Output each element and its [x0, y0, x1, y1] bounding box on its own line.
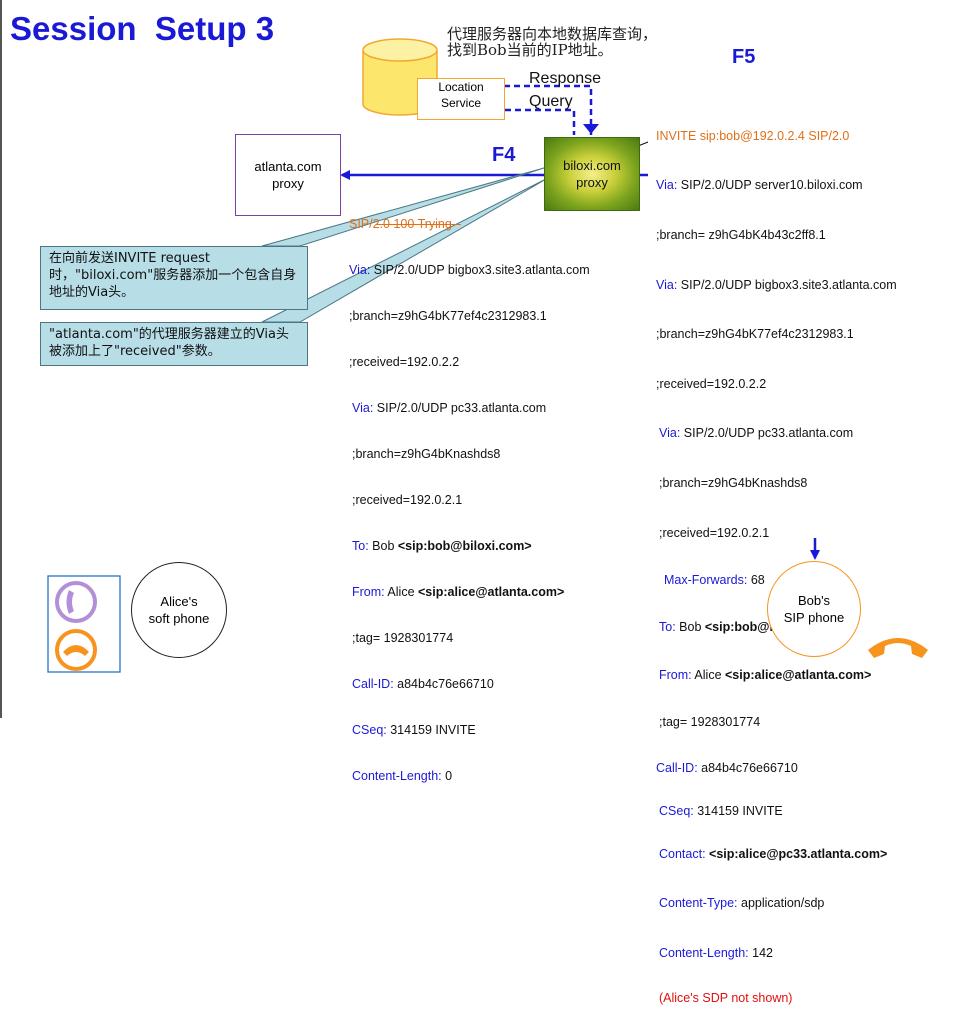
- f4-via2-val: SIP/2.0/UDP pc33.atlanta.com: [373, 401, 547, 415]
- query-label: Query: [529, 93, 573, 110]
- alice-line1: Alice's: [160, 594, 198, 609]
- f4-strike: [376, 224, 461, 225]
- f4-label: F4: [492, 144, 516, 166]
- slide-title: Session Setup 3: [10, 10, 275, 47]
- f4-via1-val: SIP/2.0/UDP bigbox3.site3.atlanta.com: [370, 263, 590, 277]
- f5-cl-val: 142: [748, 945, 773, 960]
- f5-maxfwd-key: Max-Forwards:: [664, 573, 748, 588]
- f4-via1-key: Via:: [349, 263, 371, 277]
- location-service-label: Location Service: [417, 78, 505, 120]
- f4-to-key: To:: [352, 539, 369, 553]
- database-icon: [362, 38, 438, 116]
- bob-phone-icon: [868, 638, 928, 658]
- bob-sipphone-node: Bob's SIP phone: [767, 561, 861, 657]
- f5-callid-val: a84b4c76e66710: [697, 761, 798, 776]
- f4-cl-key: Content-Length:: [352, 769, 442, 783]
- f4-via2-received: ;received=192.0.2.1: [352, 493, 463, 507]
- f5-callid-key: Call-ID:: [656, 761, 698, 776]
- atlanta-line2: proxy: [272, 176, 304, 191]
- f4-from-uri: <sip:alice@atlanta.com>: [418, 585, 565, 599]
- f5-to-key: To:: [659, 619, 676, 634]
- alice-phone-icons: [55, 581, 97, 671]
- f4-cseq-key: CSeq:: [352, 723, 387, 737]
- f5-via3-key: Via:: [659, 426, 681, 441]
- f5-from-uri: <sip:alice@atlanta.com>: [725, 667, 872, 682]
- f5-contact-val: <sip:alice@pc33.atlanta.com>: [705, 846, 888, 861]
- f4-via1-branch: ;branch=z9hG4bK77ef4c2312983.1: [349, 309, 547, 323]
- f5-ct-val: application/sdp: [737, 895, 825, 910]
- f5-via2-branch: ;branch=z9hG4bK77ef4c2312983.1: [656, 327, 854, 342]
- response-label: Response: [529, 70, 602, 87]
- slide-left-border: [0, 0, 2, 718]
- f4-to-uri: <sip:bob@biloxi.com>: [397, 539, 532, 553]
- bob-line2: SIP phone: [783, 610, 845, 625]
- f4-via2-key: Via:: [352, 401, 374, 415]
- biloxi-line1: biloxi.com: [563, 158, 621, 173]
- f5-tag: ;tag= 1928301774: [659, 714, 761, 729]
- f5-via3-val: SIP/2.0/UDP pc33.atlanta.com: [680, 426, 854, 441]
- via-added-callout: 在向前发送INVITE request时，"biloxi.com"服务器添加一个…: [40, 246, 308, 310]
- purple-phone-icon: [55, 581, 97, 623]
- f4-from-key: From:: [352, 585, 385, 599]
- biloxi-proxy-box: biloxi.com proxy: [544, 137, 640, 211]
- f4-via1-received: ;received=192.0.2.2: [349, 355, 460, 369]
- orange-phone-icon: [55, 629, 97, 671]
- alice-softphone-node: Alice's soft phone: [131, 562, 227, 658]
- f4-cl-val: 0: [441, 769, 453, 783]
- f5-message: INVITE sip:bob@192.0.2.4 SIP/2.0 Via: SI…: [656, 99, 897, 1032]
- f5-cseq-key: CSeq:: [659, 804, 694, 819]
- f5-via3-received: ;received=192.0.2.1: [659, 525, 770, 540]
- f5-via1-branch: ;branch= z9hG4bK4b43c2ff8.1: [656, 227, 826, 242]
- alice-line2: soft phone: [148, 611, 210, 626]
- f5-via2-received: ;received=192.0.2.2: [656, 376, 767, 391]
- f5-to-name: Bob: [675, 619, 705, 634]
- response-arrow: [505, 108, 576, 135]
- f4-tag: ;tag= 1928301774: [352, 631, 454, 645]
- f5-maxfwd-val: 68: [747, 573, 765, 588]
- f4-callid-key: Call-ID:: [352, 677, 394, 691]
- f5-contact-key: Contact:: [659, 846, 706, 861]
- f4-cseq-val: 314159 INVITE: [386, 723, 476, 737]
- f5-request: INVITE sip:bob@192.0.2.4 SIP/2.0: [656, 128, 850, 143]
- f5-cl-key: Content-Length:: [659, 945, 749, 960]
- f4-from-name: Alice: [384, 585, 418, 599]
- f5-via1-val: SIP/2.0/UDP server10.biloxi.com: [677, 178, 863, 193]
- received-param-callout: "atlanta.com"的代理服务器建立的Via头被添加上了"received…: [40, 322, 308, 366]
- bob-line1: Bob's: [797, 593, 831, 608]
- f5-via2-key: Via:: [656, 277, 678, 292]
- location-line1: Location: [438, 80, 484, 94]
- biloxi-line2: proxy: [576, 175, 608, 190]
- query-note: 代理服务器向本地数据库查询，找到Bob当前的IP地址。: [447, 25, 658, 59]
- f5-via3-branch: ;branch=z9hG4bKnashds8: [659, 475, 808, 490]
- f5-from-name: Alice: [691, 667, 725, 682]
- f5-label: F5: [732, 46, 756, 68]
- f5-via2-val: SIP/2.0/UDP bigbox3.site3.atlanta.com: [677, 277, 897, 292]
- f5-cseq-val: 314159 INVITE: [693, 804, 783, 819]
- f5-from-key: From:: [659, 667, 692, 682]
- location-line2: Service: [440, 96, 481, 110]
- atlanta-line1: atlanta.com: [254, 159, 322, 174]
- atlanta-proxy-box: atlanta.com proxy: [235, 134, 341, 216]
- f5-via1-key: Via:: [656, 178, 678, 193]
- connector-layer: [47, 38, 820, 673]
- f4-to-name: Bob: [368, 539, 398, 553]
- f4-callid-val: a84b4c76e66710: [393, 677, 494, 691]
- f5-ct-key: Content-Type:: [659, 895, 738, 910]
- f5-sdp-note: (Alice's SDP not shown): [659, 991, 793, 1006]
- f4-via2-branch: ;branch=z9hG4bKnashds8: [352, 447, 501, 461]
